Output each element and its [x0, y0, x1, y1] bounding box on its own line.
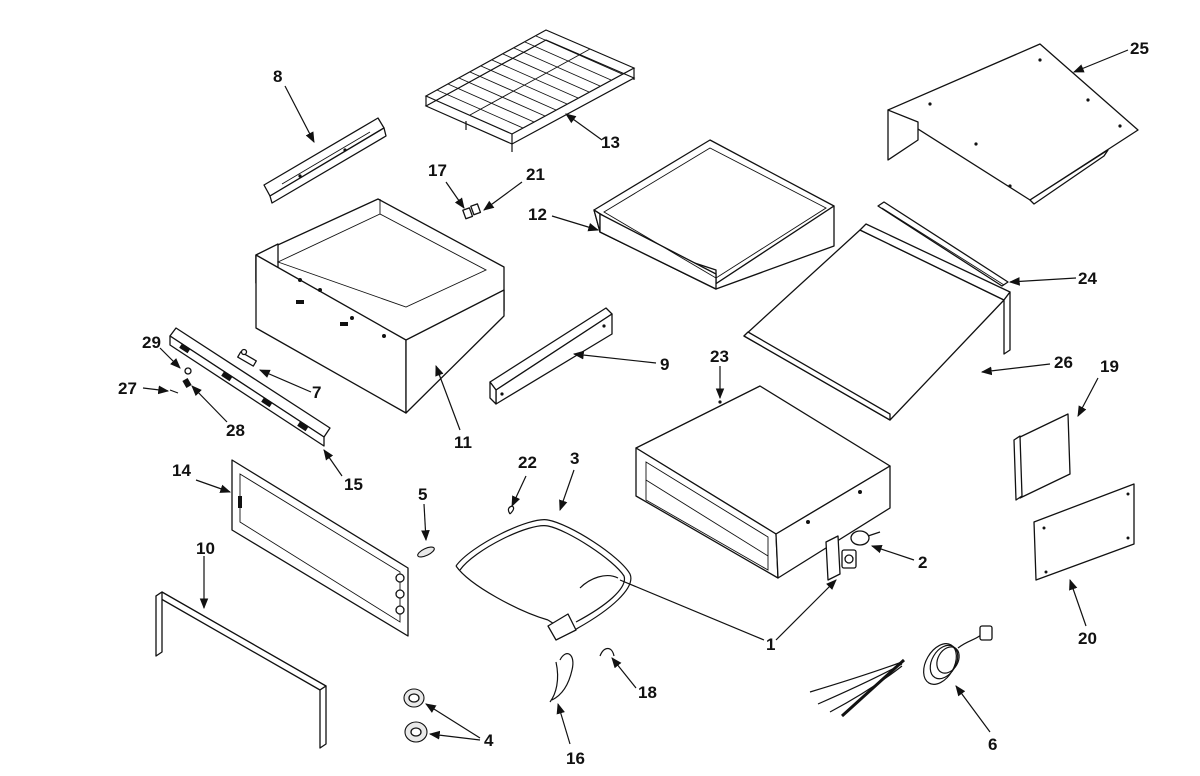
callout-11: 11: [454, 433, 472, 452]
part-25-top-cover: [887, 43, 1139, 205]
callout-19: 19: [1100, 357, 1119, 376]
callout-4: 4: [484, 731, 494, 750]
part-29-screw: [184, 367, 192, 375]
callout-25: 25: [1130, 39, 1149, 58]
callout-20: 20: [1078, 629, 1097, 648]
callout-6: 6: [988, 735, 997, 754]
callout-13: 13: [601, 133, 620, 152]
part-12-drawer-pan: [593, 139, 835, 290]
callout-9: 9: [660, 355, 669, 374]
part-26-floor-panel: [743, 223, 1011, 421]
part-11-drawer-body: [255, 198, 505, 414]
part-23-outer-housing: [635, 385, 891, 579]
callout-24: 24: [1078, 269, 1097, 288]
callout-12: 12: [528, 205, 547, 224]
part-13-wire-rack: [424, 29, 636, 152]
part-8-slide-rail: [263, 117, 387, 204]
callout-17: 17: [428, 161, 447, 180]
callout-14: 14: [172, 461, 191, 480]
part-19-side-bracket: [1013, 413, 1071, 501]
part-17-clip: [462, 207, 474, 220]
callout-16: 16: [566, 749, 585, 768]
callout-28: 28: [226, 421, 245, 440]
callout-21: 21: [526, 165, 545, 184]
callout-2: 2: [918, 553, 927, 572]
part-6-power-cord: [809, 625, 993, 718]
part-20-back-plate: [1033, 483, 1135, 581]
part-3-heating-element: [455, 519, 632, 641]
part-21-clip: [470, 203, 482, 216]
part-4-knobs: [403, 688, 428, 743]
callout-27: 27: [118, 379, 137, 398]
part-18-wire: [599, 647, 615, 657]
callout-labels: 8 13 17 21 12 25 24 26 9 11 23 19 20 7 2…: [118, 39, 1149, 768]
callout-18: 18: [638, 683, 657, 702]
part-2-thermostat: [850, 530, 881, 546]
callout-29: 29: [142, 333, 161, 352]
part-28-spring: [182, 378, 192, 388]
part-10-trim-frame: [155, 591, 327, 749]
callout-7: 7: [312, 383, 321, 402]
callout-26: 26: [1054, 353, 1073, 372]
callout-15: 15: [344, 475, 363, 494]
part-5-pin: [417, 546, 435, 558]
callout-3: 3: [570, 449, 579, 468]
part-16-wire: [549, 653, 574, 703]
part-switch-bracket: [825, 535, 857, 581]
leader-lines: [142, 49, 1129, 745]
part-15-front-bracket: [169, 327, 331, 447]
callout-23: 23: [710, 347, 729, 366]
part-9-side-rail: [489, 307, 613, 405]
callout-8: 8: [273, 67, 282, 86]
callout-5: 5: [418, 485, 427, 504]
part-22-clip: [507, 505, 515, 515]
part-24-trim-strip: [877, 201, 1009, 287]
callout-1: 1: [766, 635, 775, 654]
callout-10: 10: [196, 539, 215, 558]
part-14-front-panel: [231, 459, 409, 637]
part-7-latch: [237, 348, 257, 367]
part-27-screw: [169, 389, 179, 394]
callout-22: 22: [518, 453, 537, 472]
